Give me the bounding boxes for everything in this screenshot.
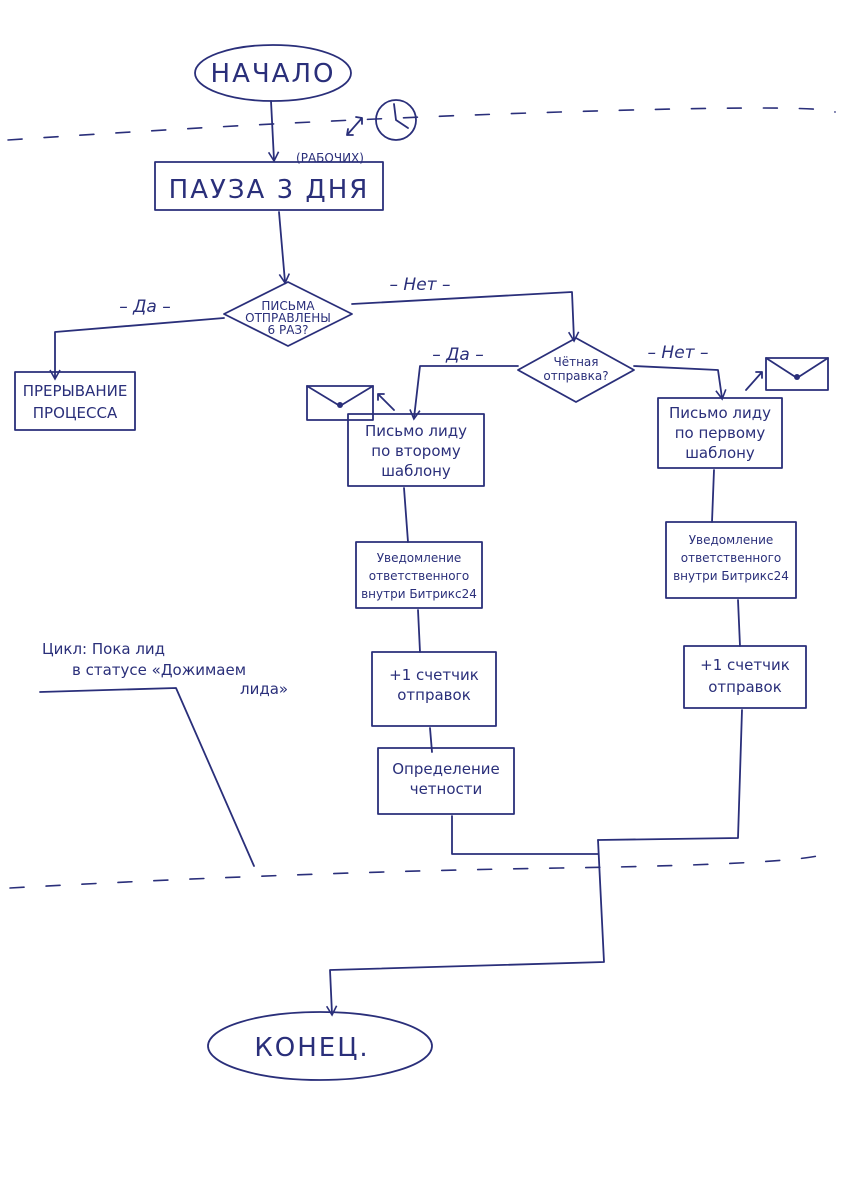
arrow-decision1-yes bbox=[49, 317, 225, 381]
decision1-line1: ПИСЬМА bbox=[261, 299, 315, 313]
left-parity-box bbox=[377, 747, 515, 815]
left-parity-line1: Определение bbox=[392, 760, 500, 778]
loop-note-line3: лида» bbox=[240, 680, 288, 698]
decision1-yes-label: – Да – bbox=[119, 297, 171, 317]
end-node bbox=[207, 1011, 433, 1081]
right-notify-line1: Уведомление bbox=[689, 533, 774, 547]
pause-box bbox=[154, 161, 384, 211]
arrow-decision2-yes bbox=[409, 365, 519, 421]
decision2-line1: Чётная bbox=[553, 355, 598, 369]
clock-icon bbox=[346, 99, 417, 141]
left-notify-box bbox=[355, 541, 483, 609]
right-email-line1: Письмо лиду bbox=[669, 404, 771, 422]
right-email-line3: шаблону bbox=[685, 444, 755, 462]
line-left-notify-counter bbox=[417, 609, 421, 653]
arrow-merge-end bbox=[325, 839, 605, 1017]
right-notify-line2: ответственного bbox=[681, 551, 782, 565]
right-notify-box bbox=[665, 521, 797, 599]
envelope-icon bbox=[745, 357, 829, 391]
line-right-email-notify bbox=[711, 469, 715, 523]
loop-bottom-separator bbox=[9, 851, 829, 889]
decision2-line2: отправка? bbox=[543, 369, 608, 383]
decision1-line2: ОТПРАВЛЕНЫ bbox=[245, 311, 331, 325]
loop-note-pointer bbox=[39, 687, 255, 867]
right-counter-box bbox=[683, 645, 807, 709]
line-right-merge bbox=[597, 709, 743, 841]
decision1-line3: 6 РАЗ? bbox=[268, 323, 309, 337]
left-notify-line2: ответственного bbox=[369, 569, 470, 583]
left-email-line1: Письмо лиду bbox=[365, 422, 467, 440]
line-left-email-notify bbox=[403, 487, 409, 543]
line-left-merge bbox=[451, 815, 599, 855]
start-node bbox=[194, 44, 352, 102]
left-parity-line2: четности bbox=[410, 780, 483, 798]
arrow-decision2-no bbox=[633, 365, 727, 401]
pause-note: (РАБОЧИХ) bbox=[296, 151, 364, 165]
decision1-diamond bbox=[223, 281, 353, 347]
left-counter-box bbox=[371, 651, 497, 727]
right-email-box bbox=[657, 397, 783, 469]
stop-box bbox=[14, 371, 136, 431]
decision2-yes-label: – Да – bbox=[432, 345, 484, 365]
right-notify-line3: внутри Битрикс24 bbox=[673, 569, 789, 583]
left-email-line3: шаблону bbox=[381, 462, 451, 480]
right-email-line2: по первому bbox=[675, 424, 766, 442]
line-right-notify-counter bbox=[737, 599, 741, 647]
pause-label: ПАУЗА 3 ДНЯ bbox=[169, 175, 370, 205]
decision1-no-label: – Нет – bbox=[390, 275, 451, 295]
left-counter-line1: +1 счетчик bbox=[389, 666, 479, 684]
arrow-pause-decision1 bbox=[278, 211, 291, 285]
right-counter-line2: отправок bbox=[708, 678, 782, 696]
loop-note-line2: в статусе «Дожимаем bbox=[72, 661, 246, 679]
left-notify-line1: Уведомление bbox=[377, 551, 462, 565]
loop-top-separator bbox=[7, 107, 836, 141]
loop-note-line1: Цикл: Пока лид bbox=[42, 640, 165, 658]
arrow-decision1-no bbox=[351, 291, 580, 343]
arrow-start-pause bbox=[267, 100, 280, 163]
decision2-diamond bbox=[517, 337, 635, 403]
stop-line1: ПРЕРЫВАНИЕ bbox=[23, 382, 128, 400]
left-notify-line3: внутри Битрикс24 bbox=[361, 587, 477, 601]
end-label: КОНЕЦ. bbox=[254, 1033, 369, 1063]
left-email-line2: по второму bbox=[371, 442, 461, 460]
left-email-box bbox=[347, 413, 485, 487]
stop-line2: ПРОЦЕССА bbox=[33, 404, 118, 422]
start-label: НАЧАЛО bbox=[211, 59, 336, 89]
decision2-no-label: – Нет – bbox=[648, 343, 709, 363]
envelope-icon bbox=[306, 385, 395, 421]
right-counter-line1: +1 счетчик bbox=[700, 656, 790, 674]
left-counter-line2: отправок bbox=[397, 686, 471, 704]
